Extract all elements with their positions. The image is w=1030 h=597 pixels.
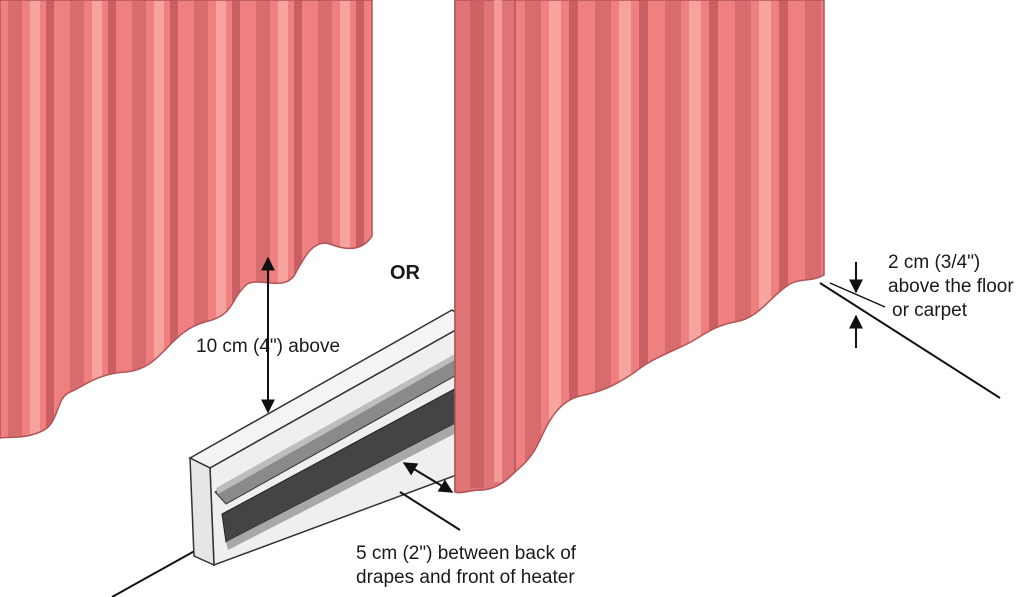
- right-drape: [454, 0, 825, 494]
- right-clearance-label-line2: above the floor: [888, 276, 1014, 297]
- heater-gap-label-line1: 5 cm (2") between back of: [356, 543, 577, 564]
- left-drape: [0, 0, 373, 439]
- heater-gap-arrow: [402, 462, 454, 493]
- heater-gap-leader: [399, 491, 461, 531]
- right-floor-offset-line: [829, 282, 886, 308]
- right-drape-front-fold: [454, 0, 516, 494]
- right-floor-line: [819, 282, 1001, 399]
- right-clearance-label-line3: or carpet: [892, 300, 967, 321]
- floor-lines: [111, 282, 1001, 597]
- dimension-markers: [261, 256, 886, 531]
- or-label: OR: [390, 262, 420, 284]
- heater-gap-label-line2: drapes and front of heater: [356, 567, 575, 588]
- right-clearance-label-line1: 2 cm (3/4"): [888, 252, 981, 273]
- baseboard-heater: [188, 309, 472, 567]
- left-floor-line: [111, 547, 201, 597]
- heater-end-cap: [189, 456, 215, 567]
- left-clearance-label: 10 cm (4") above: [196, 336, 341, 357]
